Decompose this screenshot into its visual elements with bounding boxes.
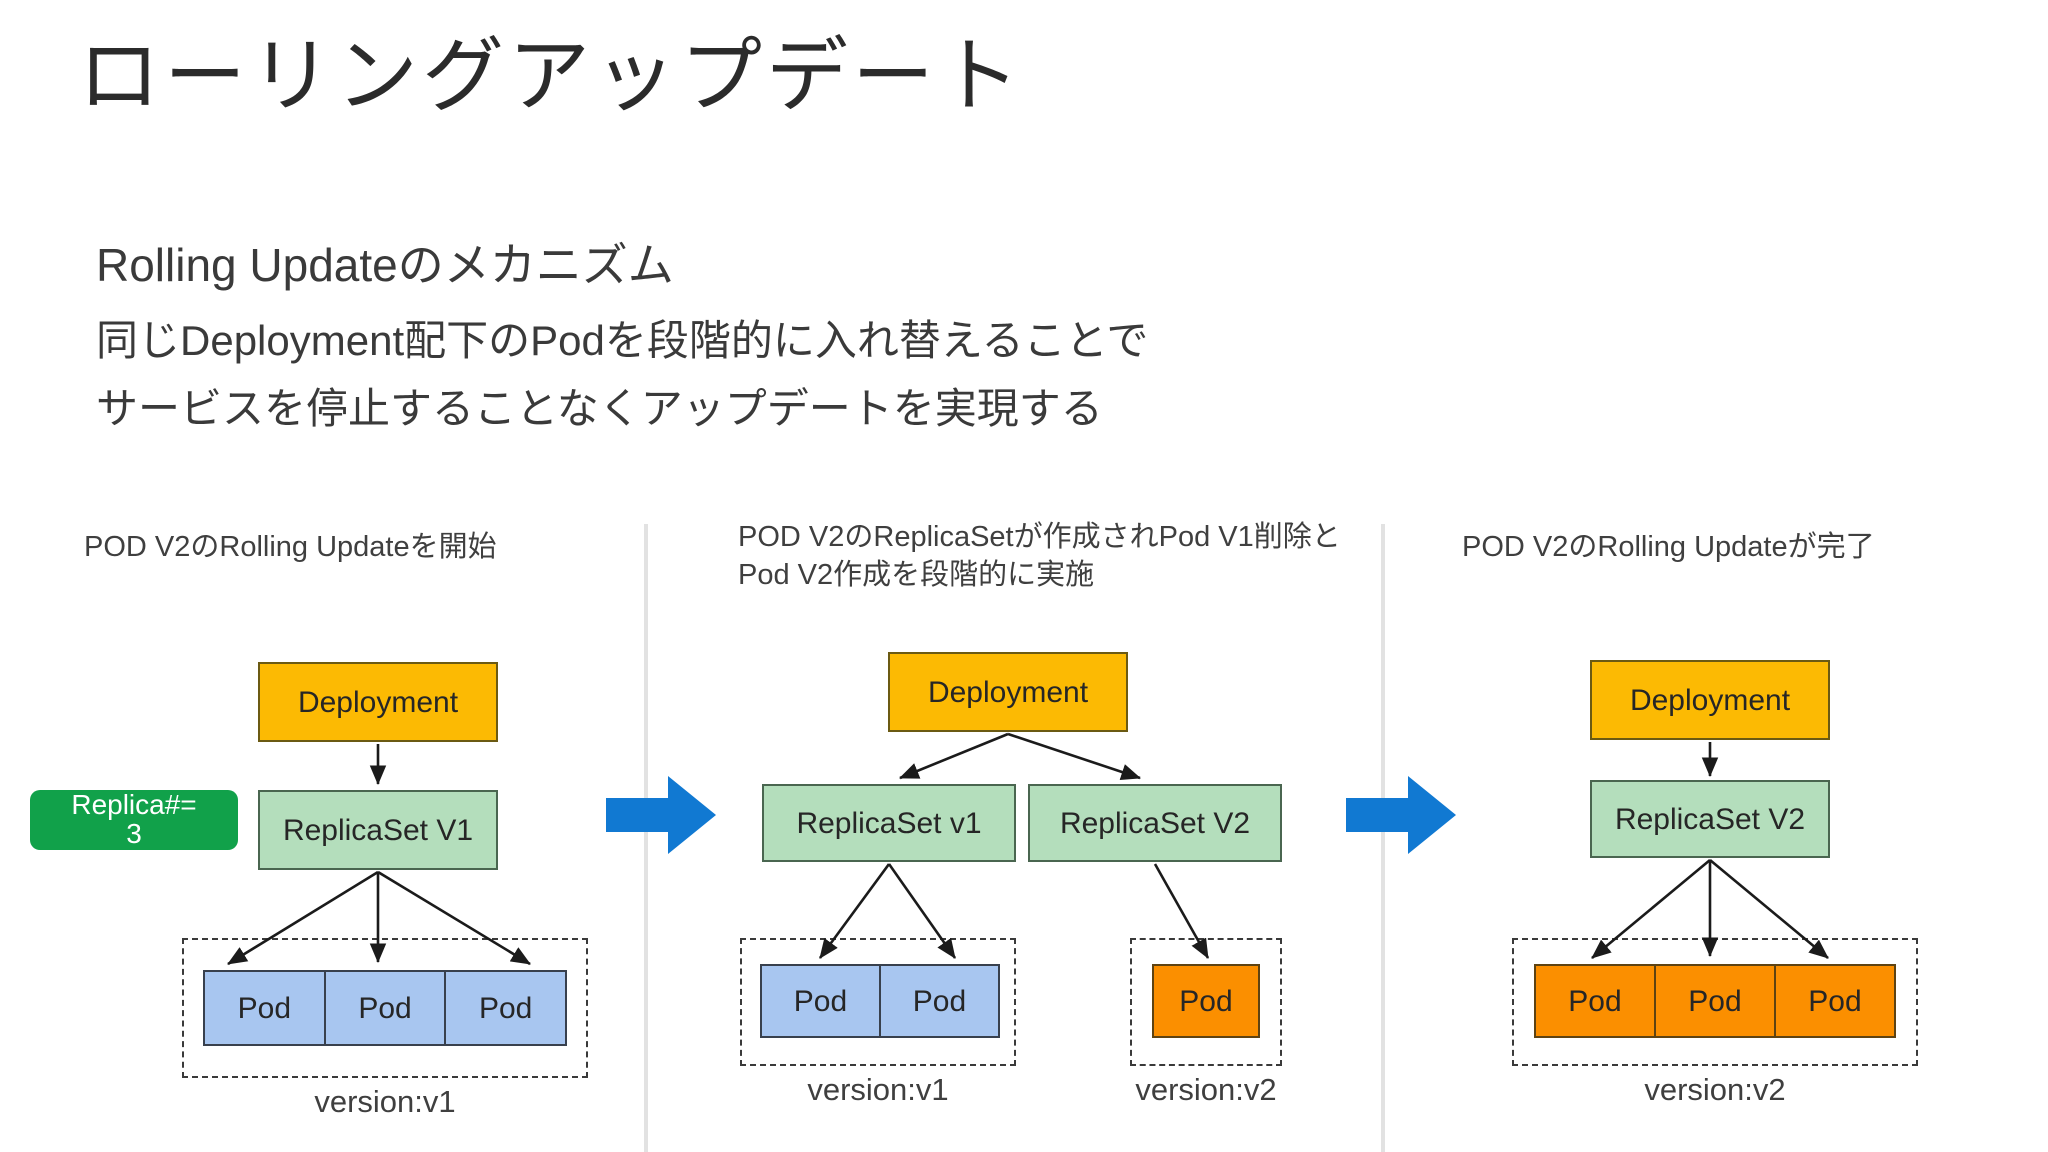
col2-version-label-v1: version:v1	[807, 1072, 949, 1107]
col1-version-label: version:v1	[314, 1084, 456, 1119]
column-divider-1	[644, 524, 648, 1152]
col3-replicaset-v2-box[interactable]: ReplicaSet V2	[1590, 780, 1830, 858]
col1-deployment-box[interactable]: Deployment	[258, 662, 498, 742]
replica-badge-line-1: Replica#=	[71, 789, 197, 821]
col2-pod-v2-1[interactable]: Pod	[1152, 964, 1260, 1038]
step-arrow-2	[1346, 776, 1456, 854]
col2-pod-v1-1[interactable]: Pod	[760, 964, 881, 1038]
column-divider-2	[1381, 524, 1385, 1152]
column-1-caption: POD V2のRolling Updateを開始	[84, 531, 497, 563]
body-line-1: 同じDeployment配下のPodを段階的に入れ替えることで	[96, 317, 1149, 364]
col3-deployment-box[interactable]: Deployment	[1590, 660, 1830, 740]
col2-pod-group-v1: Pod Pod	[760, 964, 1000, 1038]
replica-badge-line-2: 3	[126, 818, 142, 849]
col3-pod-group: Pod Pod Pod	[1534, 964, 1896, 1038]
replica-count-badge: Replica#= 3	[30, 790, 238, 850]
col1-pod-1[interactable]: Pod	[203, 970, 326, 1046]
col3-pod-2[interactable]: Pod	[1654, 964, 1776, 1038]
column-2-caption: POD V2のReplicaSetが作成されPod V1削除とPod V2作成を…	[738, 521, 1341, 592]
col3-pod-1[interactable]: Pod	[1534, 964, 1656, 1038]
col1-pod-3[interactable]: Pod	[444, 970, 568, 1046]
col2-deployment-box[interactable]: Deployment	[888, 652, 1128, 732]
col2-pod-v1-2[interactable]: Pod	[879, 964, 1000, 1038]
col3-pod-3[interactable]: Pod	[1774, 964, 1896, 1038]
col2-replicaset-v2-box[interactable]: ReplicaSet V2	[1028, 784, 1282, 862]
col1-replicaset-v1-box[interactable]: ReplicaSet V1	[258, 790, 498, 870]
col2-pod-group-v2: Pod	[1152, 964, 1260, 1038]
slide-title: ローリングアップデート	[78, 31, 1025, 122]
col1-pod-group: Pod Pod Pod	[203, 970, 568, 1046]
col3-version-label: version:v2	[1644, 1072, 1786, 1107]
col2-version-label-v2: version:v2	[1135, 1072, 1277, 1107]
col2-replicaset-v1-box[interactable]: ReplicaSet v1	[762, 784, 1016, 862]
lead-heading: Rolling Updateのメカニズム	[96, 239, 674, 291]
body-line-2: サービスを停止することなくアップデートを実現する	[96, 385, 1103, 432]
col1-pod-2[interactable]: Pod	[323, 970, 447, 1046]
step-arrow-1	[606, 776, 716, 854]
column-3-caption: POD V2のRolling Updateが完了	[1462, 531, 1875, 563]
